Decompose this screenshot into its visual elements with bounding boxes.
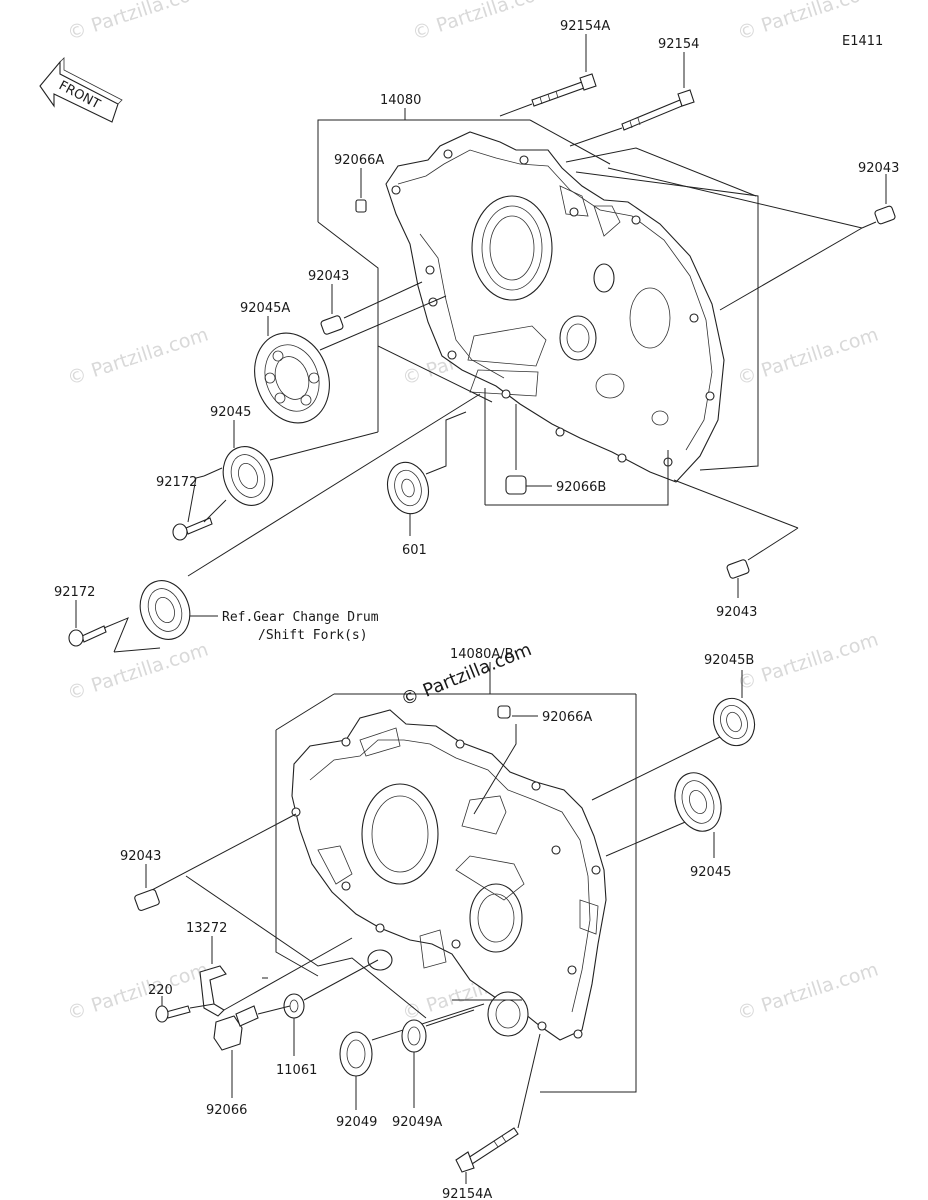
watermark: © Partzilla.com [65, 639, 211, 705]
label-92154-top: 92154 [658, 37, 699, 52]
drain-plug-bolt-92066 [213, 1005, 291, 1098]
bolt-92154A-top [499, 34, 597, 117]
label-92049: 92049 [336, 1115, 377, 1130]
label-92043-left: 92043 [308, 269, 349, 284]
label-92066A-low: 92066A [542, 710, 592, 725]
label-92045A: 92045A [240, 301, 290, 316]
watermark: © Partzilla.com [410, 0, 556, 45]
lower-crankcase-14080A-B [291, 709, 607, 1041]
oil-seal-92049A [401, 1009, 475, 1108]
dowel-pin-92043-right [874, 174, 896, 225]
oil-seal-92049 [339, 1003, 485, 1110]
screw-92172-a [172, 467, 227, 541]
label-92045B: 92045B [704, 653, 754, 668]
label-92043-low: 92043 [120, 849, 161, 864]
label-92172-a: 92172 [156, 475, 197, 490]
label-92154A-bottom: 92154A [442, 1187, 492, 1200]
bolt-92154-top [569, 52, 695, 147]
watermark: © Partzilla.com [735, 324, 881, 390]
watermark: © Partzilla.com [65, 324, 211, 390]
label-92043-mid: 92043 [716, 605, 757, 620]
ball-bearing-601 [386, 411, 467, 536]
label-92066B: 92066B [556, 480, 606, 495]
ball-bearing-92045-right [674, 772, 722, 858]
label-92045-left: 92045 [210, 405, 251, 420]
screw-220 [155, 996, 215, 1023]
diagram-code: E1411 [842, 34, 883, 49]
label-92066: 92066 [206, 1103, 247, 1118]
reference-note-line2: /Shift Fork(s) [258, 628, 368, 643]
front-arrow-icon: FRONT [39, 57, 123, 123]
ball-bearing-92045-left [222, 346, 379, 506]
label-11061: 11061 [276, 1063, 317, 1078]
label-92172-b: 92172 [54, 585, 95, 600]
watermark: © Partzilla.com [65, 0, 211, 45]
upper-crankcase-14080 [385, 131, 725, 483]
screw-92172-b [68, 600, 129, 653]
part-number-labels: 92154A 92154 14080 92066A 92043 92043 92… [54, 19, 899, 1200]
ball-bearing-92045A [254, 295, 447, 424]
dowel-pin-92066A-top [355, 168, 367, 213]
label-92154A-top: 92154A [560, 19, 610, 34]
ball-bearing-ref-gear-change-drum [113, 393, 481, 653]
label-14080: 14080 [380, 93, 421, 108]
reference-note-line1: Ref.Gear Change Drum [222, 610, 379, 625]
dowel-pin-92066A-low [497, 705, 538, 719]
bolt-92154A-bottom [455, 1033, 541, 1184]
washer-11061 [283, 959, 379, 1056]
dowel-pin-92043-low [134, 864, 160, 911]
label-92066A-top: 92066A [334, 153, 384, 168]
label-13272: 13272 [186, 921, 227, 936]
dowel-pin-92043-left [320, 281, 423, 335]
lower-bracket-lines [151, 662, 723, 1093]
label-220: 220 [148, 983, 173, 998]
label-92043-right: 92043 [858, 161, 899, 176]
label-92045-right: 92045 [690, 865, 731, 880]
label-601: 601 [402, 543, 427, 558]
watermark: © Partzilla.com [65, 959, 211, 1025]
dowel-pin-92066B [505, 404, 552, 495]
label-92049A: 92049A [392, 1115, 442, 1130]
dowel-pin-92043-mid [726, 559, 750, 598]
label-14080A-B: 14080A/B [450, 647, 514, 662]
watermark: © Partzilla.com [735, 629, 881, 695]
upper-bracket-lines [317, 108, 877, 561]
watermark: © Partzilla.com [735, 959, 881, 1025]
ball-bearing-92045B [712, 670, 756, 747]
